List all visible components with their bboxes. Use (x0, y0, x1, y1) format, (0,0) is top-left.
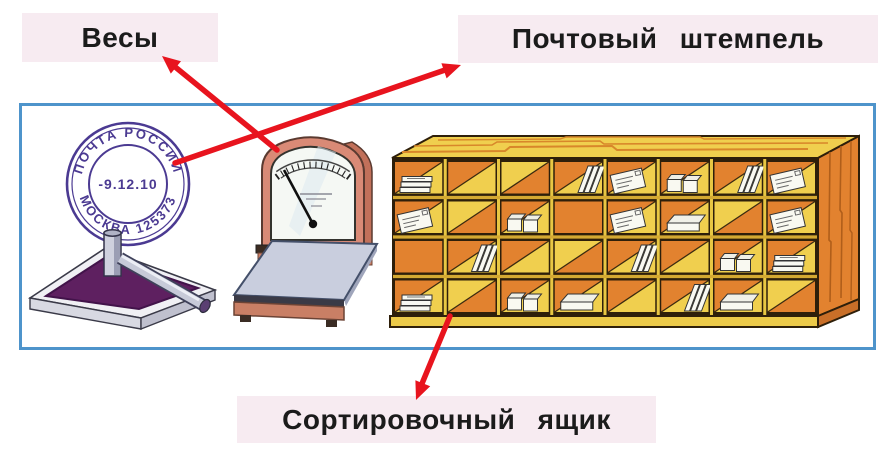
mail-item-flat-package (719, 293, 760, 311)
mail-item-parcel (506, 213, 527, 232)
pigeonhole-cell (767, 161, 816, 195)
pigeonhole-cell (607, 279, 656, 313)
pigeonhole-cell (447, 240, 500, 274)
mail-item-leaning-letter (577, 165, 594, 193)
pigeonhole-cell (554, 240, 603, 274)
pigeonhole-cell (607, 200, 656, 234)
pigeonhole-cell (660, 161, 709, 195)
pigeonhole-cell (714, 161, 766, 195)
mail-item-flat-package (666, 214, 707, 232)
pigeonhole-cell (447, 279, 496, 313)
mail-item-envelope (769, 167, 806, 195)
mail-item-leaning-letter (636, 244, 653, 272)
pigeonhole-cell (767, 200, 816, 234)
pigeonhole-cell (607, 240, 659, 274)
stamp-date-text: -9.12.10 (98, 176, 157, 192)
box-side (817, 134, 860, 318)
postmark-imprint-icon: ПОЧТА РОССИИ МОСКВА 125373 -9.12.10 (65, 121, 191, 247)
mail-item-letter-stack (399, 187, 431, 193)
pigeonhole-cell (660, 200, 709, 234)
mail-item-leaning-letter (743, 165, 760, 193)
mail-item-flat-package (559, 293, 600, 311)
pigeonhole-cell (501, 161, 550, 195)
mail-item-parcel (735, 254, 756, 272)
box-base (389, 297, 860, 329)
mail-item-leaning-letter (476, 244, 494, 272)
postal-stamp-illustration[interactable]: ПОЧТА РОССИИ МОСКВА 125373 -9.12.10 (27, 121, 218, 331)
mail-item-leaning-letter (583, 165, 600, 193)
pigeonhole-cell (447, 200, 496, 234)
dial-brand-scribble (300, 193, 332, 207)
pigeonhole-cell (554, 161, 606, 195)
stamp-arc-top-text: ПОЧТА РОССИИ (70, 125, 186, 176)
pigeonhole-cell (767, 240, 816, 274)
pigeonhole-cell (714, 240, 763, 274)
pigeonhole-cell (714, 200, 763, 234)
label-sorting-box[interactable]: Сортировочный ящик (237, 396, 656, 443)
pigeonhole-cell (554, 201, 602, 233)
mail-item-envelope (609, 167, 647, 195)
scale-needle (282, 169, 318, 229)
pigeonhole-cell (660, 240, 709, 274)
mail-item-leaning-letter (689, 284, 707, 312)
pigeonhole-cell (394, 161, 443, 195)
mail-item-parcel (506, 292, 527, 311)
mail-item-leaning-letter (683, 284, 701, 312)
pigeonhole-cell (660, 279, 713, 313)
mail-item-envelope (769, 207, 806, 234)
pigeonhole-cell (394, 279, 443, 313)
mail-item-letter-stack (773, 260, 805, 267)
mail-item-letter-stack (400, 300, 432, 306)
pigeonhole-cell (607, 161, 656, 195)
scale-platform (232, 239, 379, 327)
sorting-box-cells (393, 159, 817, 315)
pigeonhole-cell (501, 279, 550, 313)
sorting-box-illustration[interactable] (389, 134, 860, 329)
scale-body (261, 136, 373, 248)
mail-item-parcel (719, 253, 740, 271)
mail-item-letter-stack (772, 266, 804, 272)
mail-item-parcel (666, 174, 687, 192)
mail-item-leaning-letter (470, 244, 488, 272)
pigeonhole-cell (554, 279, 603, 313)
mail-item-parcel (522, 293, 543, 312)
mail-item-envelope (396, 207, 434, 234)
pigeonhole-cell (395, 241, 443, 273)
pigeonhole-cell (447, 161, 496, 195)
stamp-handle-lying (116, 252, 211, 314)
pigeonhole-cell (501, 240, 550, 274)
mail-item-letter-stack (400, 181, 432, 188)
mail-item-parcel (682, 175, 703, 193)
label-scales[interactable]: Весы (22, 13, 218, 62)
pigeonhole-cell (714, 279, 763, 313)
mail-item-leaning-letter (630, 244, 647, 272)
label-postmark[interactable]: Почтовый штемпель (458, 15, 878, 63)
pigeonhole-cell (767, 279, 816, 313)
box-top (391, 135, 860, 159)
pigeonhole-cell (501, 200, 550, 234)
stamp-arc-bottom-text: МОСКВА 125373 (77, 193, 179, 237)
mail-item-leaning-letter (737, 165, 754, 193)
mail-item-envelope (609, 207, 647, 234)
mail-item-letter-stack (399, 305, 431, 312)
scales-illustration[interactable] (232, 136, 379, 327)
stamp-handle (103, 229, 122, 277)
mail-item-parcel (522, 214, 543, 233)
pigeonhole-cell (394, 200, 443, 234)
